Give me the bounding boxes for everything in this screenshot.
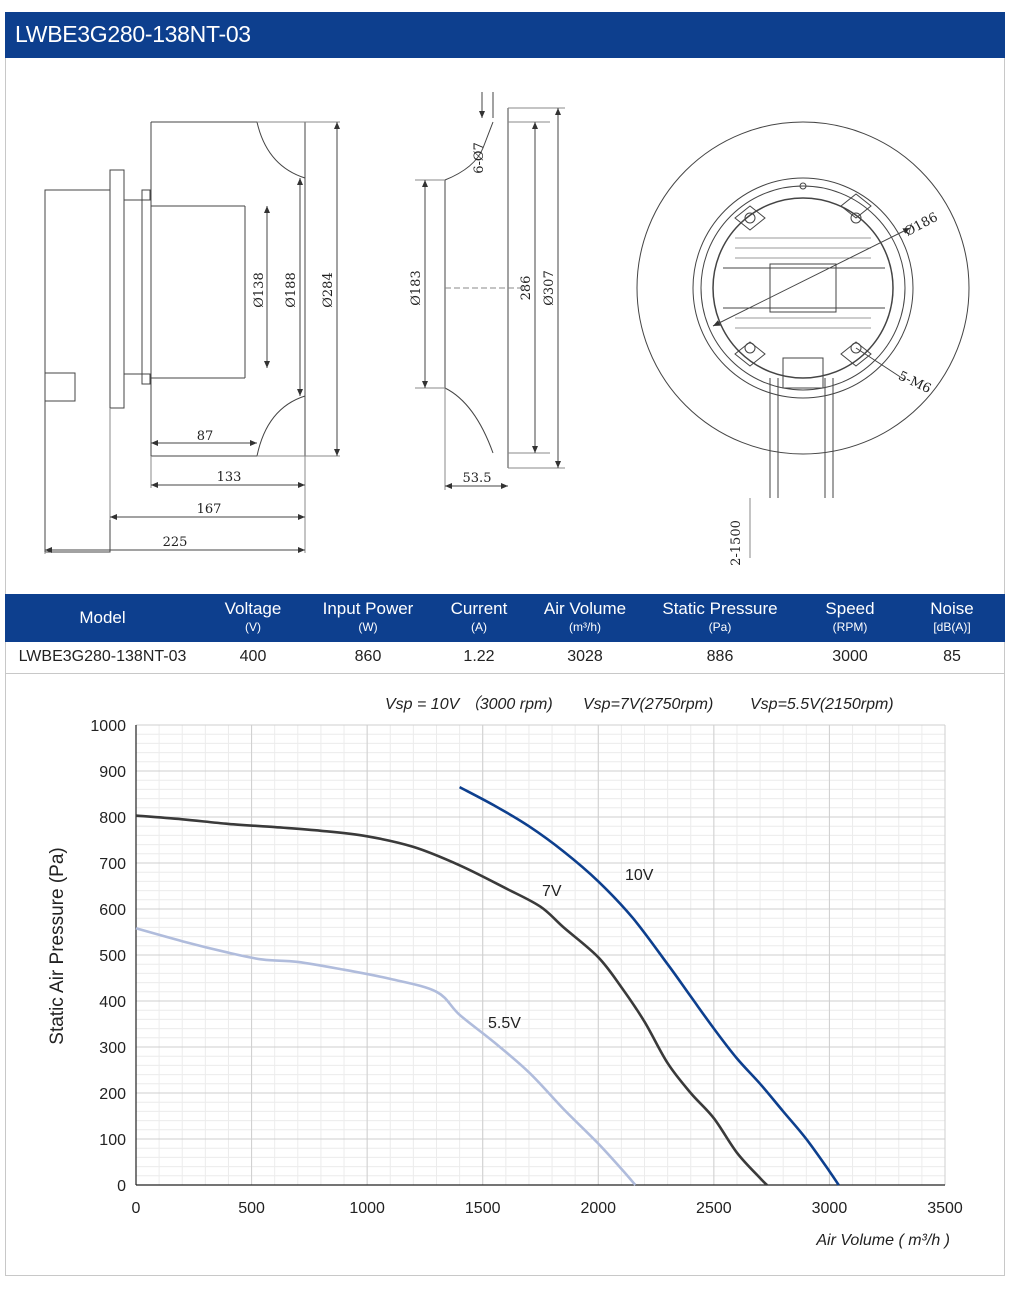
col-noise: Noise [dB(A)]: [930, 599, 974, 634]
cell-model: LWBE3G280-138NT-03: [18, 648, 187, 665]
top-view: [636, 121, 970, 558]
cell-noise: 85: [943, 648, 961, 665]
y-tick-label: 1000: [90, 718, 126, 735]
dim-d138: Ø138: [252, 272, 267, 307]
cell-input-power: 860: [354, 648, 382, 665]
col-air-volume: Air Volume (m³/h): [543, 599, 627, 634]
dim-167: 167: [197, 502, 222, 517]
x-tick-label: 2000: [580, 1200, 616, 1217]
col-current: Current (A): [450, 599, 508, 634]
y-tick-label: 800: [99, 810, 126, 827]
y-axis-label: Static Air Pressure (Pa): [47, 847, 68, 1044]
series-line-5-5V: [135, 927, 637, 1186]
dim-87: 87: [197, 429, 214, 444]
side-view: [415, 92, 565, 490]
performance-chart: 0 500 1000 1500 2000 2500 3000 3500 0 100 200 300 40…: [5, 680, 1005, 1270]
page-title: LWBE3G280-138NT-03: [15, 21, 251, 47]
x-tick-label: 500: [238, 1200, 265, 1217]
col-speed: Speed (RPM): [825, 599, 875, 634]
dim-m6: 5-M6: [896, 369, 933, 397]
spec-table-header: Model Voltage (V) Input Power (W) Curren…: [5, 594, 1005, 642]
legend-5-5v: Vsp=5.5V(2150rpm): [750, 696, 894, 713]
dim-286: 286: [519, 276, 534, 301]
x-tick-label: 1000: [349, 1200, 385, 1217]
series-label-7V: 7V: [542, 883, 562, 900]
dim-cable: 2-1500: [729, 520, 744, 566]
title-bar: LWBE3G280-138NT-03: [5, 12, 1005, 58]
y-tick-label: 0: [117, 1178, 126, 1195]
x-tick-label: 3500: [927, 1200, 963, 1217]
x-tick-label: 3000: [812, 1200, 848, 1217]
front-view: [44, 121, 340, 554]
series-label-10V: 10V: [625, 867, 654, 884]
cell-speed: 3000: [832, 648, 868, 665]
chart-axes: 0 500 1000 1500 2000 2500 3000 3500 0 100 200 300 40…: [90, 718, 962, 1217]
chart-svg: 0 500 1000 1500 2000 2500 3000 3500 0 100 200 300 40…: [47, 695, 963, 1249]
series-line-7V: [135, 814, 768, 1186]
series-label-5-5V: 5.5V: [488, 1015, 521, 1032]
cell-air-volume: 3028: [567, 648, 603, 665]
y-tick-label: 900: [99, 764, 126, 781]
legend-7v: Vsp=7V(2750rpm): [583, 696, 713, 713]
col-static-pressure: Static Pressure (Pa): [662, 599, 778, 634]
dim-d307: Ø307: [542, 270, 557, 305]
cell-voltage: 400: [239, 648, 267, 665]
chart-series: [135, 785, 840, 1186]
y-tick-label: 500: [99, 948, 126, 965]
y-tick-label: 300: [99, 1040, 126, 1057]
dimension-drawings: Ø138 Ø188 Ø284 87 133 167 225: [5, 58, 1005, 594]
col-voltage: Voltage (V): [224, 599, 282, 634]
dim-d188: Ø188: [284, 272, 299, 307]
dim-53-5: 53.5: [463, 471, 492, 486]
legend-10v: Vsp = 10V （3000 rpm): [385, 695, 553, 713]
dim-holes: 6-Ø7: [472, 142, 487, 174]
y-tick-label: 100: [99, 1132, 126, 1149]
x-tick-label: 2500: [696, 1200, 732, 1217]
dim-225: 225: [163, 535, 188, 550]
col-input-power: Input Power (W): [322, 599, 414, 634]
y-tick-label: 700: [99, 856, 126, 873]
motor-body: [44, 189, 111, 553]
dim-d284: Ø284: [321, 272, 336, 307]
col-model: Model: [79, 608, 126, 627]
x-tick-label: 0: [132, 1200, 141, 1217]
x-axis-label: Air Volume ( m³/h ): [815, 1232, 950, 1249]
dim-d186: Ø186: [902, 210, 940, 240]
dim-133: 133: [217, 470, 242, 485]
y-tick-label: 400: [99, 994, 126, 1011]
series-line-10V: [458, 785, 840, 1186]
x-tick-label: 1500: [465, 1200, 501, 1217]
dim-d183: Ø183: [409, 270, 424, 305]
y-tick-label: 200: [99, 1086, 126, 1103]
spec-table-row: LWBE3G280-138NT-03 400 860 1.22 3028 886…: [5, 642, 1005, 674]
drawings-svg: Ø138 Ø188 Ø284 87 133 167 225: [44, 92, 970, 566]
chart-grid: [135, 724, 946, 1186]
cell-static-pressure: 886: [706, 648, 734, 665]
y-tick-label: 600: [99, 902, 126, 919]
chart-labels: 10V 7V 5.5V: [488, 867, 654, 1032]
cell-current: 1.22: [463, 648, 495, 665]
